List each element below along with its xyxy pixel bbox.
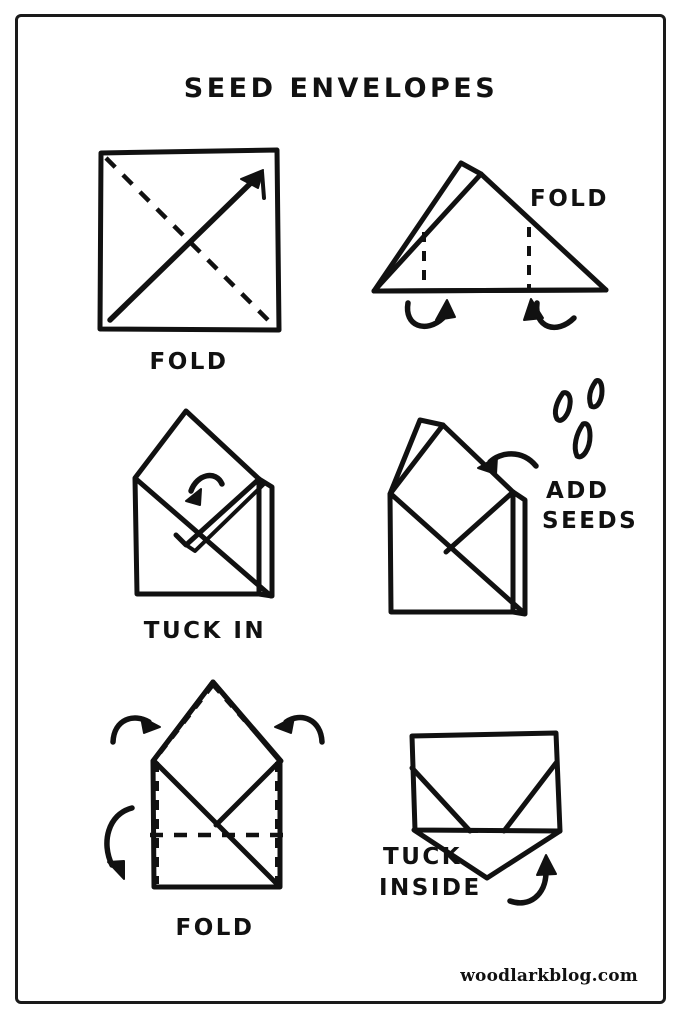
step5-dashed-fold-right-top <box>211 683 279 759</box>
step6-tuck-arrowhead <box>536 854 557 876</box>
step-5-label: FOLD <box>175 915 254 941</box>
page-title: SEED ENVELOPES <box>184 73 498 104</box>
step5-bottom-arrow <box>104 805 135 868</box>
step2-top-flap <box>371 160 484 294</box>
step4-main-diagonal-crease <box>388 491 527 616</box>
step3-main-diagonal-crease <box>133 476 274 599</box>
step4-envelope-body <box>387 422 516 615</box>
step6-tuck-arrow <box>507 869 549 906</box>
step5-top-flap <box>150 679 284 764</box>
step5-inner-crease <box>213 758 283 828</box>
step6-bottom-v-flap <box>411 827 563 881</box>
step3-tuck-arrowhead <box>185 488 202 506</box>
step4-add-arrowhead <box>477 456 498 475</box>
step-4-figure <box>387 378 605 617</box>
step6-right-crease <box>501 760 559 834</box>
step4-right-edge-layer <box>510 489 528 617</box>
step5-envelope-body <box>150 679 283 890</box>
step1-square <box>97 147 282 333</box>
step5-right-arrowhead <box>274 716 295 734</box>
step2-left-fold-arrowhead <box>435 299 456 321</box>
step5-dashed-fold-left-top <box>155 683 215 759</box>
step-6-label-tuck: TUCK <box>383 844 462 870</box>
footer-watermark: woodlarkblog.com <box>459 966 638 986</box>
step1-dashed-fold-line <box>104 156 276 328</box>
step1-arrowhead-tail <box>260 170 266 200</box>
poster-border <box>15 14 666 1004</box>
step-6-label-inside: INSIDE <box>379 875 482 901</box>
step5-bottom-arrowhead <box>107 860 125 880</box>
step1-fold-arrowhead <box>240 169 264 189</box>
seed-icon-3 <box>572 421 593 460</box>
step3-inner-flap-edge-2 <box>184 481 267 553</box>
step6-envelope-body <box>409 730 563 834</box>
step-2-label: FOLD <box>530 186 609 212</box>
seed-icon-2 <box>587 378 605 410</box>
step-3-figure <box>132 408 275 599</box>
step2-base-line <box>371 287 609 294</box>
step-1-figure <box>97 147 282 333</box>
seed-icon-1 <box>552 390 573 423</box>
step-3-label: TUCK IN <box>144 618 266 644</box>
step-1-label: FOLD <box>149 349 228 375</box>
step-4-label-seeds: SEEDS <box>542 508 638 534</box>
step6-left-crease <box>409 765 473 834</box>
step5-left-arrowhead <box>140 716 161 734</box>
step-2-figure <box>371 160 609 330</box>
step-6-figure <box>409 730 563 906</box>
step1-fold-arrow-shaft <box>107 173 261 323</box>
step4-inner-flap-edge <box>443 489 516 555</box>
step2-right-fold-arrowhead <box>523 298 544 321</box>
step3-envelope-body <box>132 408 262 597</box>
step4-raised-flap <box>387 417 446 497</box>
step3-inner-flap-edge <box>173 476 262 548</box>
step-4-label-add: ADD <box>546 478 609 504</box>
step2-left-fold-arrow <box>404 300 446 330</box>
step-5-figure <box>104 679 325 890</box>
step3-tuck-arrow <box>188 472 225 494</box>
